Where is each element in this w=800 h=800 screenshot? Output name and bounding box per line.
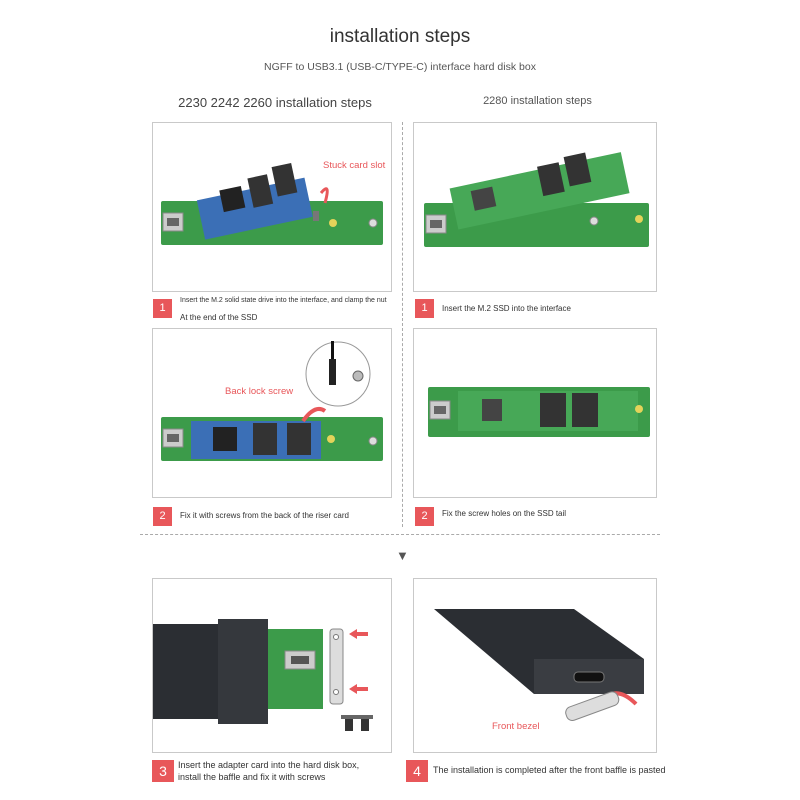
step2-right-caption: Fix the screw holes on the SSD tail <box>442 509 567 518</box>
step-badge: 2 <box>153 507 172 526</box>
back-lock-screw-label: Back lock screw <box>225 386 294 397</box>
ssd-2280-fixed-illustration <box>428 387 650 437</box>
section-divider <box>140 534 660 535</box>
step-badge: 2 <box>415 507 434 526</box>
step-badge: 3 <box>152 760 174 782</box>
ssd-insert-illustration <box>161 163 383 245</box>
page-title: installation steps <box>329 26 471 47</box>
enclosure-assembly-illustration <box>153 619 373 731</box>
step1-left-line1: Insert the M.2 solid state drive into th… <box>180 297 387 304</box>
panel-step4: Front bezel <box>413 578 657 753</box>
down-arrow-icon: ▼ <box>396 548 409 563</box>
step1-left-caption: Insert the M.2 solid state drive into th… <box>180 295 400 307</box>
ssd-2280-insert-illustration <box>424 152 649 247</box>
column-divider <box>402 122 403 527</box>
step4-caption: The installation is completed after the … <box>433 765 666 775</box>
step1-right-caption: Insert the M.2 SSD into the interface <box>442 304 571 313</box>
column-heading-left: 2230 2242 2260 installation steps <box>178 95 372 110</box>
page-subtitle: NGFF to USB3.1 (USB-C/TYPE-C) interface … <box>264 61 536 73</box>
finished-enclosure-illustration <box>434 609 644 721</box>
panel-step2-2280 <box>413 328 657 498</box>
step3-caption-line2: install the baffle and fix it with screw… <box>178 772 326 782</box>
panel-step1-short: Stuck card slot <box>152 122 392 292</box>
step2-left-caption: Fix it with screws from the back of the … <box>180 511 349 520</box>
step-badge: 4 <box>406 760 428 782</box>
panel-step3 <box>152 578 392 753</box>
panel-step2-short: Back lock screw <box>152 328 392 498</box>
back-screw-illustration <box>161 341 383 461</box>
step-badge: 1 <box>153 299 172 318</box>
step-badge: 1 <box>415 299 434 318</box>
column-heading-right: 2280 installation steps <box>483 95 592 107</box>
stuck-card-slot-label: Stuck card slot <box>323 160 386 171</box>
step3-caption-line1: Insert the adapter card into the hard di… <box>178 760 360 770</box>
panel-step1-2280 <box>413 122 657 292</box>
step1-left-caption-line2: At the end of the SSD <box>180 313 258 322</box>
front-bezel-label: Front bezel <box>492 721 540 732</box>
